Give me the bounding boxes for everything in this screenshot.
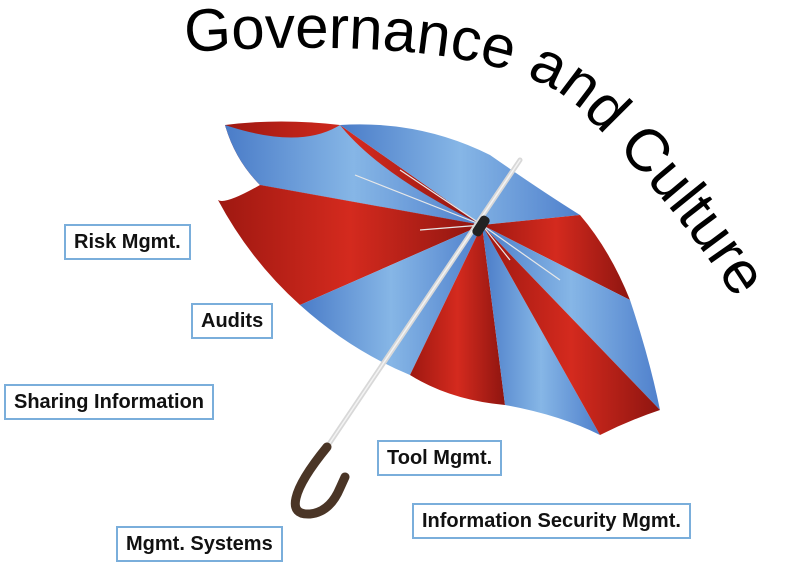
label-sharing-information: Sharing Information bbox=[4, 384, 214, 420]
label-information-security-mgmt: Information Security Mgmt. bbox=[412, 503, 691, 539]
label-tool-mgmt: Tool Mgmt. bbox=[377, 440, 503, 476]
title-text: Governance and Culture bbox=[182, 0, 781, 307]
label-risk-mgmt: Risk Mgmt. bbox=[64, 224, 191, 260]
label-mgmt-systems: Mgmt. Systems bbox=[116, 526, 283, 562]
label-audits: Audits bbox=[191, 303, 274, 339]
